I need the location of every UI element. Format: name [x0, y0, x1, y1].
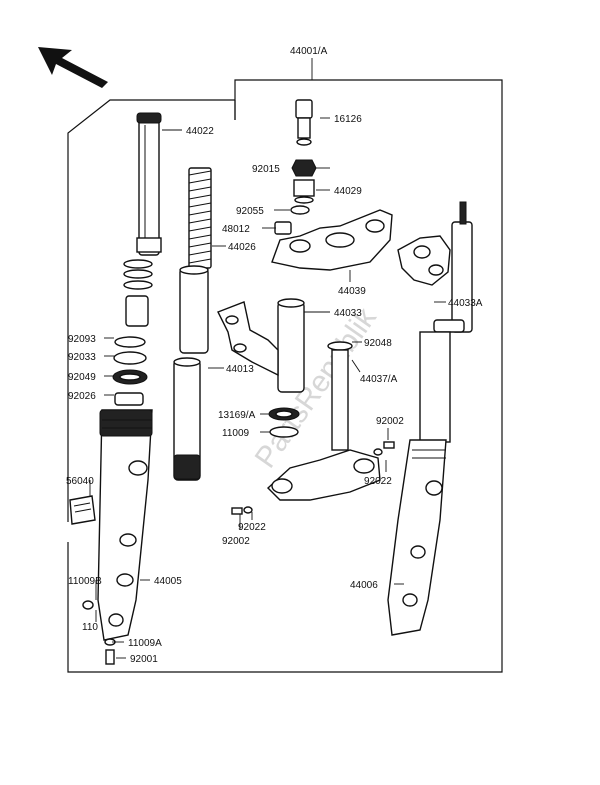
- damper-tube-44013: [173, 265, 209, 481]
- label-92001: 92001: [130, 654, 158, 665]
- label-13169A: 13169/A: [218, 410, 256, 421]
- label-11009B: 11009B: [68, 576, 102, 587]
- label-44033A: 44033A: [448, 298, 483, 309]
- outer-tube-left-44005: [97, 409, 153, 641]
- label-92048: 92048: [364, 338, 392, 349]
- bearing-13169A-11009: [268, 407, 300, 438]
- piston-rings: [123, 259, 153, 327]
- label-44037A: 44037/A: [360, 374, 398, 385]
- label-44006: 44006: [350, 580, 378, 591]
- label-110: 110: [82, 622, 98, 633]
- pinch-bolts-92022-92002: [231, 441, 395, 515]
- label-44001A: 44001/A: [290, 46, 328, 57]
- fork-tube-44022: [136, 112, 162, 256]
- steering-stem-44037A: [266, 341, 381, 501]
- part-labels: 44001/A 16126 44022 92015 44029 92055 48…: [66, 46, 483, 665]
- label-92026: 92026: [68, 391, 96, 402]
- label-92055: 92055: [236, 206, 264, 217]
- label-92002-upper: 92002: [376, 416, 404, 427]
- leader-lines: [89, 117, 446, 659]
- label-44039: 44039: [338, 286, 366, 297]
- label-44013: 44013: [226, 364, 254, 375]
- watermark: PartsRepublik: [249, 301, 384, 474]
- fork-spring-44026: [188, 167, 212, 269]
- label-44029: 44029: [334, 186, 362, 197]
- label-11009: 11009: [222, 428, 250, 439]
- label-56040: 56040: [66, 476, 94, 487]
- handlebar-44033: [217, 298, 305, 393]
- assembly-frame: [67, 58, 503, 673]
- label-92049: 92049: [68, 372, 96, 383]
- front-direction-arrow-icon: [38, 47, 108, 88]
- label-11009A: 11009A: [128, 638, 162, 649]
- fork-right-44006: [387, 201, 473, 636]
- label-44026: 44026: [228, 242, 256, 253]
- label-44022: 44022: [186, 126, 214, 137]
- label-44033: 44033: [334, 308, 362, 319]
- label-92093: 92093: [68, 334, 96, 345]
- cap-bolt-92015-44029: [290, 159, 317, 215]
- label-16126: 16126: [334, 114, 362, 125]
- label-48012: 48012: [222, 224, 250, 235]
- label-92033: 92033: [68, 352, 96, 363]
- label-92022-lower: 92022: [238, 522, 266, 533]
- seals-92093-92033-92049-92026: [112, 336, 148, 406]
- air-valve-16126: [295, 99, 313, 146]
- label-92015: 92015: [252, 164, 280, 175]
- label-plate-56040: [69, 495, 96, 525]
- label-92002-lower: 92002: [222, 536, 250, 547]
- label-44005: 44005: [154, 576, 182, 587]
- top-bracket-44039: [271, 209, 393, 271]
- label-92022-right: 92022: [364, 476, 392, 487]
